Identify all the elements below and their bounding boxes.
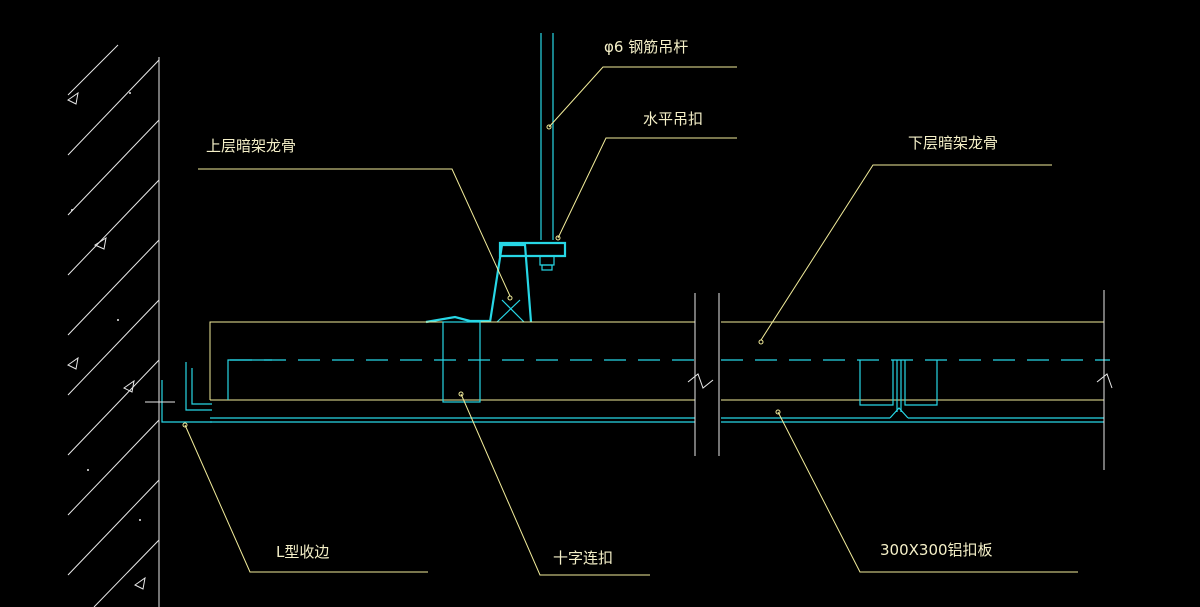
leader-edge: [184, 424, 428, 573]
label-edge: L型收边: [276, 543, 329, 561]
leader-dot: [182, 422, 188, 428]
l-edge-trim: [145, 362, 212, 423]
leaders: [182, 66, 1078, 576]
wall-aggregate: [67, 91, 146, 590]
break-line-middle: [687, 293, 720, 456]
leader-lower-keel: [760, 164, 1052, 341]
aluminium-panel: [210, 407, 1104, 423]
leader-panel: [777, 411, 1078, 573]
leader-cross: [460, 393, 650, 576]
leader-clip: [557, 137, 737, 239]
label-panel: 300X300铝扣板: [880, 541, 993, 559]
upper-keel: [425, 243, 533, 324]
label-cross: 十字连扣: [553, 549, 613, 567]
hanger-clip: [498, 241, 567, 271]
leader-upper-keel: [198, 168, 511, 297]
hanger-rod: [540, 33, 554, 240]
leader-dot: [458, 391, 464, 397]
break-line-right: [1096, 290, 1113, 470]
label-lower-keel: 下层暗架龙骨: [908, 134, 998, 152]
leader-dot: [507, 295, 513, 301]
label-upper-keel: 上层暗架龙骨: [206, 137, 296, 155]
leader-dot: [546, 124, 552, 130]
leader-dot: [555, 235, 561, 241]
leader-dot: [758, 339, 764, 345]
label-clip: 水平吊扣: [643, 110, 703, 128]
cross-connector: [442, 321, 481, 403]
wall-hatch: [67, 44, 160, 607]
lower-keel-body: [209, 321, 1105, 401]
leader-dot: [775, 409, 781, 415]
wall: [67, 44, 160, 607]
lower-keel-channel: [227, 359, 938, 412]
label-rod: φ6 钢筋吊杆: [604, 38, 688, 56]
leader-rod: [548, 66, 737, 128]
